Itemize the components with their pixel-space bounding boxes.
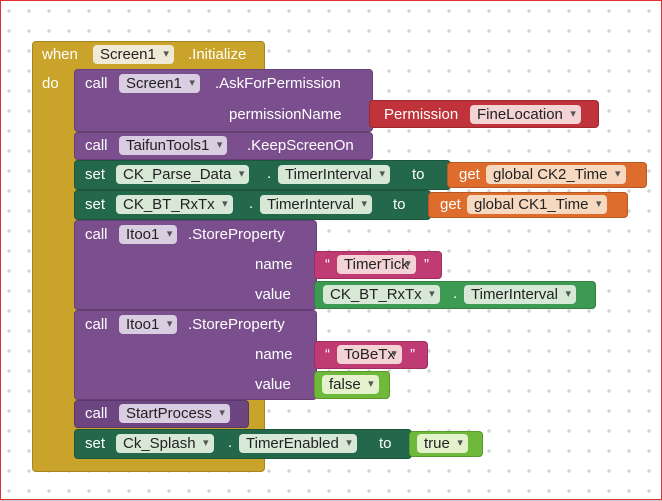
logic-true-dropdown[interactable]: true — [417, 434, 468, 453]
call4-value-label: value — [255, 376, 291, 393]
call2-component-dropdown[interactable]: TaifunTools1 — [119, 136, 228, 155]
call5-procedure-dropdown[interactable]: StartProcess — [119, 404, 230, 423]
set1-keyword: set — [85, 166, 106, 183]
set1-property-dropdown[interactable]: TimerInterval — [278, 165, 390, 184]
set3-property-dropdown[interactable]: TimerEnabled — [239, 434, 357, 453]
get1-keyword: get — [459, 166, 480, 183]
call4-keyword: call — [85, 316, 108, 333]
set3-keyword: set — [85, 435, 106, 452]
getter-component-dropdown[interactable]: CK_BT_RxTx — [323, 285, 440, 304]
text-quote-close-2: ” — [410, 346, 415, 363]
call3-method: .StoreProperty — [188, 226, 285, 243]
set3-to-keyword: to — [379, 435, 392, 452]
permission-label: Permission — [384, 106, 459, 123]
event-name: .Initialize — [188, 46, 247, 63]
do-keyword: do — [42, 75, 59, 92]
set1-to-keyword: to — [412, 166, 425, 183]
set1-component-dropdown[interactable]: CK_Parse_Data — [116, 165, 250, 184]
getter-property-dropdown[interactable]: TimerInterval — [464, 285, 576, 304]
set2-keyword: set — [85, 196, 106, 213]
call5-keyword: call — [85, 405, 108, 422]
set3-dot: . — [228, 434, 233, 451]
call2-method: .KeepScreenOn — [247, 137, 354, 154]
get2-keyword: get — [440, 196, 461, 213]
logic-false-dropdown[interactable]: false — [322, 375, 379, 394]
set1-dot: . — [267, 165, 272, 182]
get1-variable-dropdown[interactable]: global CK2_Time — [486, 165, 626, 184]
call3-keyword: call — [85, 226, 108, 243]
call4-name-label: name — [255, 346, 293, 363]
text-quote-open-2: “ — [325, 346, 330, 363]
call4-component-dropdown[interactable]: Itoo1 — [119, 315, 178, 334]
when-keyword: when — [42, 46, 78, 63]
call2-keyword: call — [85, 137, 108, 154]
text-quote-close-1: ” — [424, 256, 429, 273]
call-ask-for-permission-block[interactable] — [74, 69, 373, 132]
set2-dot: . — [249, 195, 254, 212]
call3-component-dropdown[interactable]: Itoo1 — [119, 225, 178, 244]
get2-variable-dropdown[interactable]: global CK1_Time — [467, 195, 607, 214]
text-quote-open-1: “ — [325, 256, 330, 273]
call-store-property-tobetx-block[interactable] — [74, 310, 317, 400]
set2-to-keyword: to — [393, 196, 406, 213]
text-tobetx-value[interactable]: ToBeTx — [337, 345, 402, 364]
set3-component-dropdown[interactable]: Ck_Splash — [116, 434, 214, 453]
set2-component-dropdown[interactable]: CK_BT_RxTx — [116, 195, 233, 214]
permission-name-label: permissionName — [229, 106, 342, 123]
getter-dot: . — [453, 285, 458, 302]
call4-method: .StoreProperty — [188, 316, 285, 333]
text-timertick-value[interactable]: TimerTick — [337, 255, 416, 274]
event-component-dropdown[interactable]: Screen1 — [93, 45, 174, 64]
call1-method: .AskForPermission — [215, 75, 341, 92]
call1-keyword: call — [85, 75, 108, 92]
call-store-property-timertick-block[interactable] — [74, 220, 317, 310]
call1-component-dropdown[interactable]: Screen1 — [119, 74, 200, 93]
call3-name-label: name — [255, 256, 293, 273]
set2-property-dropdown[interactable]: TimerInterval — [260, 195, 372, 214]
permission-option-dropdown[interactable]: FineLocation — [470, 105, 581, 124]
call3-value-label: value — [255, 286, 291, 303]
